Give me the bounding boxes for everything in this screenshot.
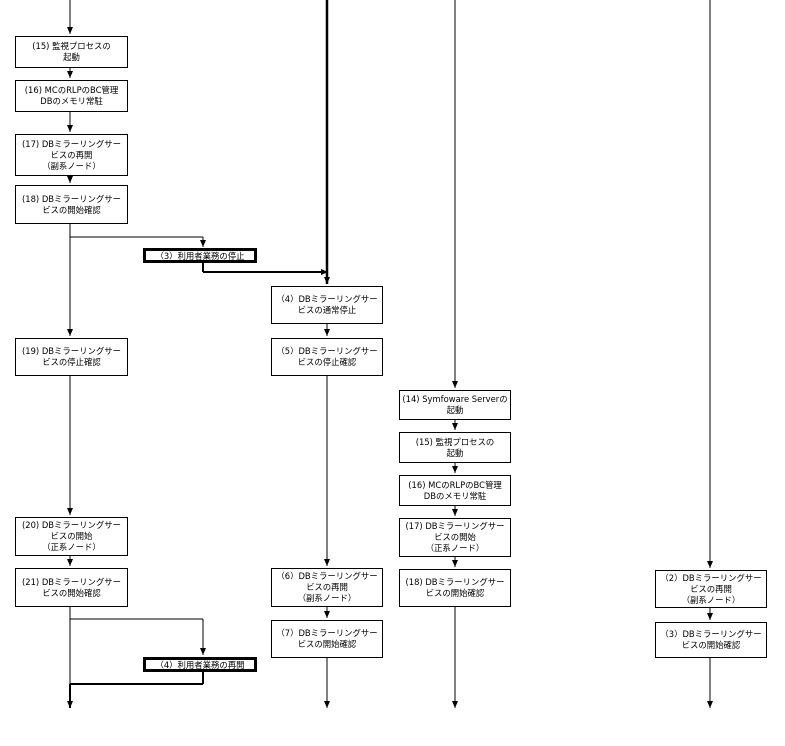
step-c1-21: (21) DBミラーリングサー ビスの開始確認 bbox=[15, 568, 128, 607]
step-c4-3: （3）DBミラーリングサー ビスの開始確認 bbox=[655, 622, 767, 658]
step-c1-19: (19) DBミラーリングサー ビスの停止確認 bbox=[15, 338, 128, 376]
step-c1-15: (15) 監視プロセスの 起動 bbox=[15, 36, 128, 68]
step-c3-15: (15) 監視プロセスの 起動 bbox=[399, 432, 511, 463]
step-c3-17: (17) DBミラーリングサー ビスの開始 （正系ノード） bbox=[399, 518, 511, 557]
step-c1-16: (16) MCのRLPのBC管理 DBのメモリ常駐 bbox=[15, 80, 128, 112]
step-c3-14: (14) Symfoware Serverの 起動 bbox=[399, 390, 511, 420]
step-c1-18: (18) DBミラーリングサー ビスの開始確認 bbox=[15, 185, 128, 224]
user-task-stop: （3）利用者業務の停止 bbox=[143, 248, 257, 263]
step-c1-17: (17) DBミラーリングサー ビスの再開 （副系ノード） bbox=[15, 134, 128, 176]
step-c4-2: （2）DBミラーリングサー ビスの再開 （副系ノード） bbox=[655, 570, 767, 608]
step-c2-6: （6）DBミラーリングサー ビスの再開 （副系ノード） bbox=[271, 568, 383, 607]
step-c2-7: （7）DBミラーリングサー ビスの開始確認 bbox=[271, 620, 383, 658]
step-c3-16: (16) MCのRLPのBC管理 DBのメモリ常駐 bbox=[399, 475, 511, 506]
user-task-resume: （4）利用者業務の再開 bbox=[143, 657, 257, 672]
step-c2-4: （4）DBミラーリングサー ビスの通常停止 bbox=[271, 286, 383, 324]
step-c2-5: （5）DBミラーリングサー ビスの停止確認 bbox=[271, 338, 383, 376]
step-c3-18: (18) DBミラーリングサー ビスの開始確認 bbox=[399, 569, 511, 607]
step-c1-20: (20) DBミラーリングサー ビスの開始 （正系ノード） bbox=[15, 517, 128, 556]
